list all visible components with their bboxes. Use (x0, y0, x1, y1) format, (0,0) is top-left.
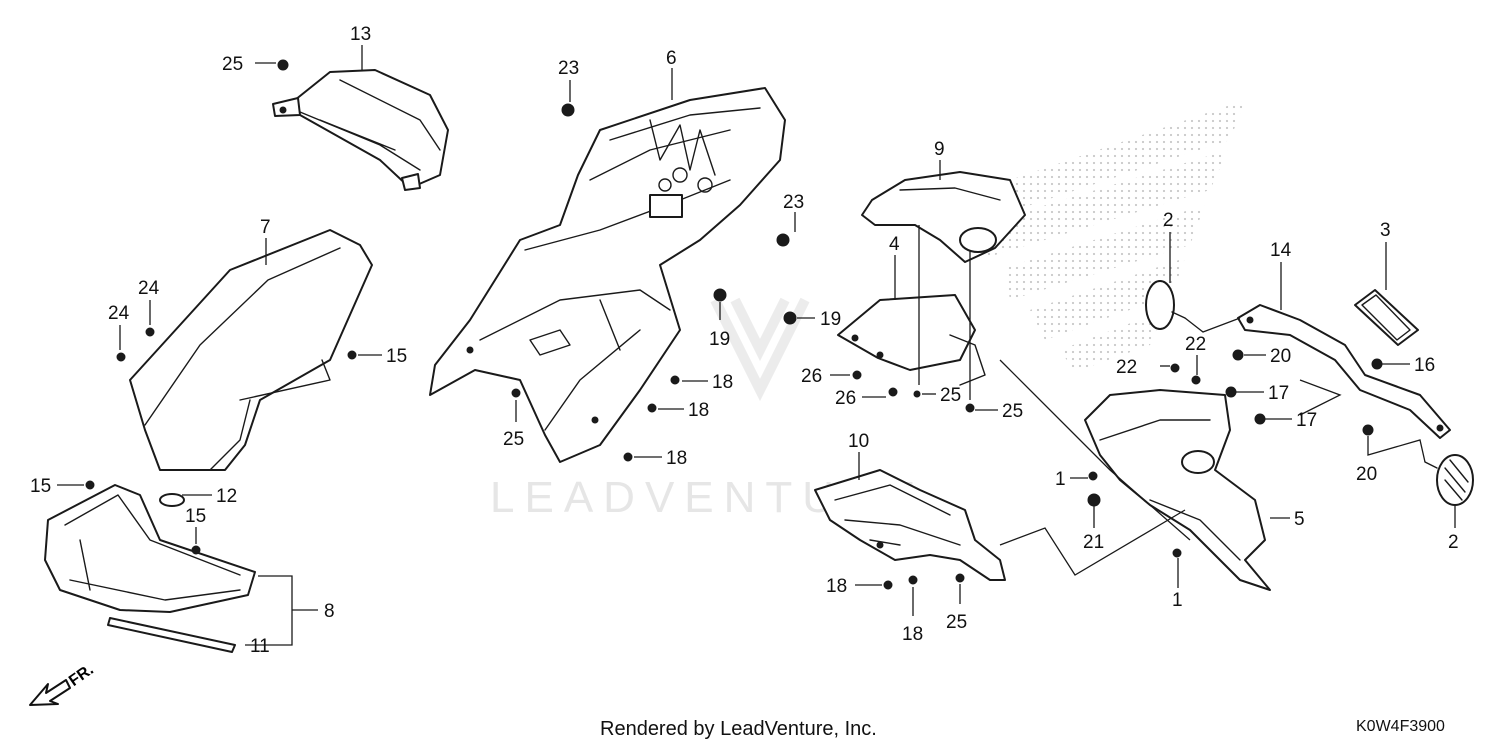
callout-3: 3 (1380, 220, 1391, 241)
callout-16: 16 (1414, 355, 1435, 376)
part-5-plate-holder (1084, 389, 1271, 591)
callout-25: 25 (503, 429, 524, 450)
callout-18: 18 (826, 576, 847, 597)
callout-23: 23 (558, 58, 579, 79)
callout-23: 23 (783, 192, 804, 213)
callout-25: 25 (946, 612, 967, 633)
callout-8: 8 (324, 601, 335, 622)
callout-1: 1 (1055, 469, 1066, 490)
callout-11: 11 (250, 636, 270, 657)
wing-logo-background (985, 100, 1245, 372)
front-direction-arrow-icon (29, 679, 71, 706)
callout-14: 14 (1270, 240, 1292, 261)
callout-26: 26 (801, 366, 822, 387)
callout-12: 12 (216, 486, 237, 507)
callout-24: 24 (138, 278, 160, 299)
callout-19: 19 (820, 309, 841, 330)
part-3-plate (1354, 289, 1419, 346)
callout-15: 15 (30, 476, 51, 497)
callout-18: 18 (712, 372, 733, 393)
callout-9: 9 (934, 139, 945, 160)
callout-19: 19 (709, 329, 730, 350)
callout-4: 4 (889, 234, 900, 255)
callout-25: 25 (940, 385, 961, 406)
callout-25: 25 (222, 54, 243, 75)
callout-5: 5 (1294, 509, 1305, 530)
callout-17: 17 (1296, 410, 1317, 431)
part-7-fender (129, 229, 373, 471)
watermark-emblem-icon (710, 297, 810, 402)
callout-6: 6 (666, 48, 677, 69)
callout-18: 18 (666, 448, 687, 469)
callout-25: 25 (1002, 401, 1023, 422)
callout-20: 20 (1356, 464, 1377, 485)
part-14-bracket (1237, 304, 1451, 439)
callout-2: 2 (1448, 532, 1459, 553)
part-2-reflector-lower (1424, 454, 1474, 506)
callout-2: 2 (1163, 210, 1174, 231)
callout-22: 22 (1185, 334, 1206, 355)
part-13-cover (272, 69, 449, 191)
callout-26: 26 (835, 388, 856, 409)
part-8-mudguard (44, 484, 256, 653)
part-6-inner-fender (429, 87, 786, 463)
render-credit: Rendered by LeadVenture, Inc. (600, 718, 877, 740)
part-9-cover (861, 171, 1026, 263)
callout-labels: 13 25 7 24 24 15 15 12 15 8 11 23 6 23 1… (30, 24, 1459, 657)
leader-lines (57, 45, 1456, 646)
callout-21: 21 (1083, 532, 1104, 553)
callout-13: 13 (350, 24, 371, 45)
callout-20: 20 (1270, 346, 1291, 367)
callout-22: 22 (1116, 357, 1137, 378)
callout-15: 15 (386, 346, 407, 367)
callout-15: 15 (185, 506, 206, 527)
callout-7: 7 (260, 217, 271, 238)
diagram-code: K0W4F3900 (1356, 718, 1445, 735)
callout-18: 18 (902, 624, 923, 645)
part-4-bracket (837, 294, 986, 386)
callout-10: 10 (848, 431, 869, 452)
part-10-bracket (814, 469, 1006, 581)
callout-1: 1 (1172, 590, 1183, 611)
part-2-reflector-upper (1145, 280, 1186, 330)
callout-24: 24 (108, 303, 130, 324)
callout-17: 17 (1268, 383, 1289, 404)
callout-18: 18 (688, 400, 709, 421)
